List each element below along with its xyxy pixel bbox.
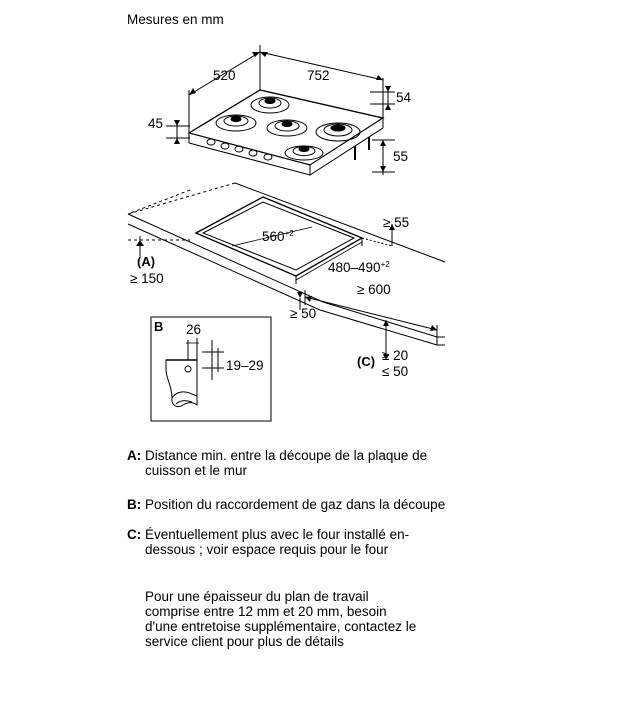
legend-item-c: C: Éventuellement plus avec le four inst… [127,527,447,557]
legend-item-a: A: Distance min. entre la découpe de la … [127,448,447,478]
burner-front-left [215,114,257,132]
callout-a: (A) [137,254,155,269]
note-text: Pour une épaisseur du plan de travail co… [145,589,417,649]
dim-detail-range: 19–29 [226,358,264,373]
callout-c: (C) [357,354,375,369]
worktop-drawing [127,182,446,360]
page-title: Mesures en mm [127,12,224,27]
dim-detail-width: 26 [186,322,201,337]
installation-diagram: 520 752 54 45 55 560+2 480–490+2 ≥ 55 (A… [127,45,446,422]
legend-text: Distance min. entre la découpe de la pla… [145,448,428,478]
dim-cutout-depth: 480–490+2 [328,260,390,275]
hob-drawing [166,45,395,176]
legend-key: A: [127,448,142,463]
legend-item-b: B: Position du raccordement de gaz dans … [127,497,447,512]
dim-hob-width: 752 [307,68,330,83]
note: Pour une épaisseur du plan de travail co… [127,589,417,649]
burner-front-right [284,145,324,161]
legend-key: B: [127,497,142,512]
detail-b-box [150,316,272,422]
dim-gas-height: 55 [393,149,408,164]
dim-left-height: 45 [148,116,163,131]
burner-center [266,119,308,137]
dim-wall-min: ≥ 150 [130,271,164,286]
control-knobs [206,138,273,161]
legend-key: C: [127,527,142,542]
legend-text: Éventuellement plus avec le four install… [145,527,410,557]
dim-hob-depth: 520 [213,68,236,83]
dim-side-min: ≥ 50 [290,306,316,321]
dim-thickness-min: ≥ 20 [382,348,408,363]
burner-wok [315,122,361,142]
legend-text: Position du raccordement de gaz dans la … [145,497,446,512]
burner-back-left [250,96,290,114]
dim-thickness-max: ≤ 50 [382,364,408,379]
dim-top-offset: 54 [396,90,412,105]
dim-cutout-width: 560+2 [262,229,294,244]
dim-back-min: ≥ 55 [383,215,409,230]
callout-b: B [154,319,163,334]
dim-front-min: ≥ 600 [357,282,391,297]
